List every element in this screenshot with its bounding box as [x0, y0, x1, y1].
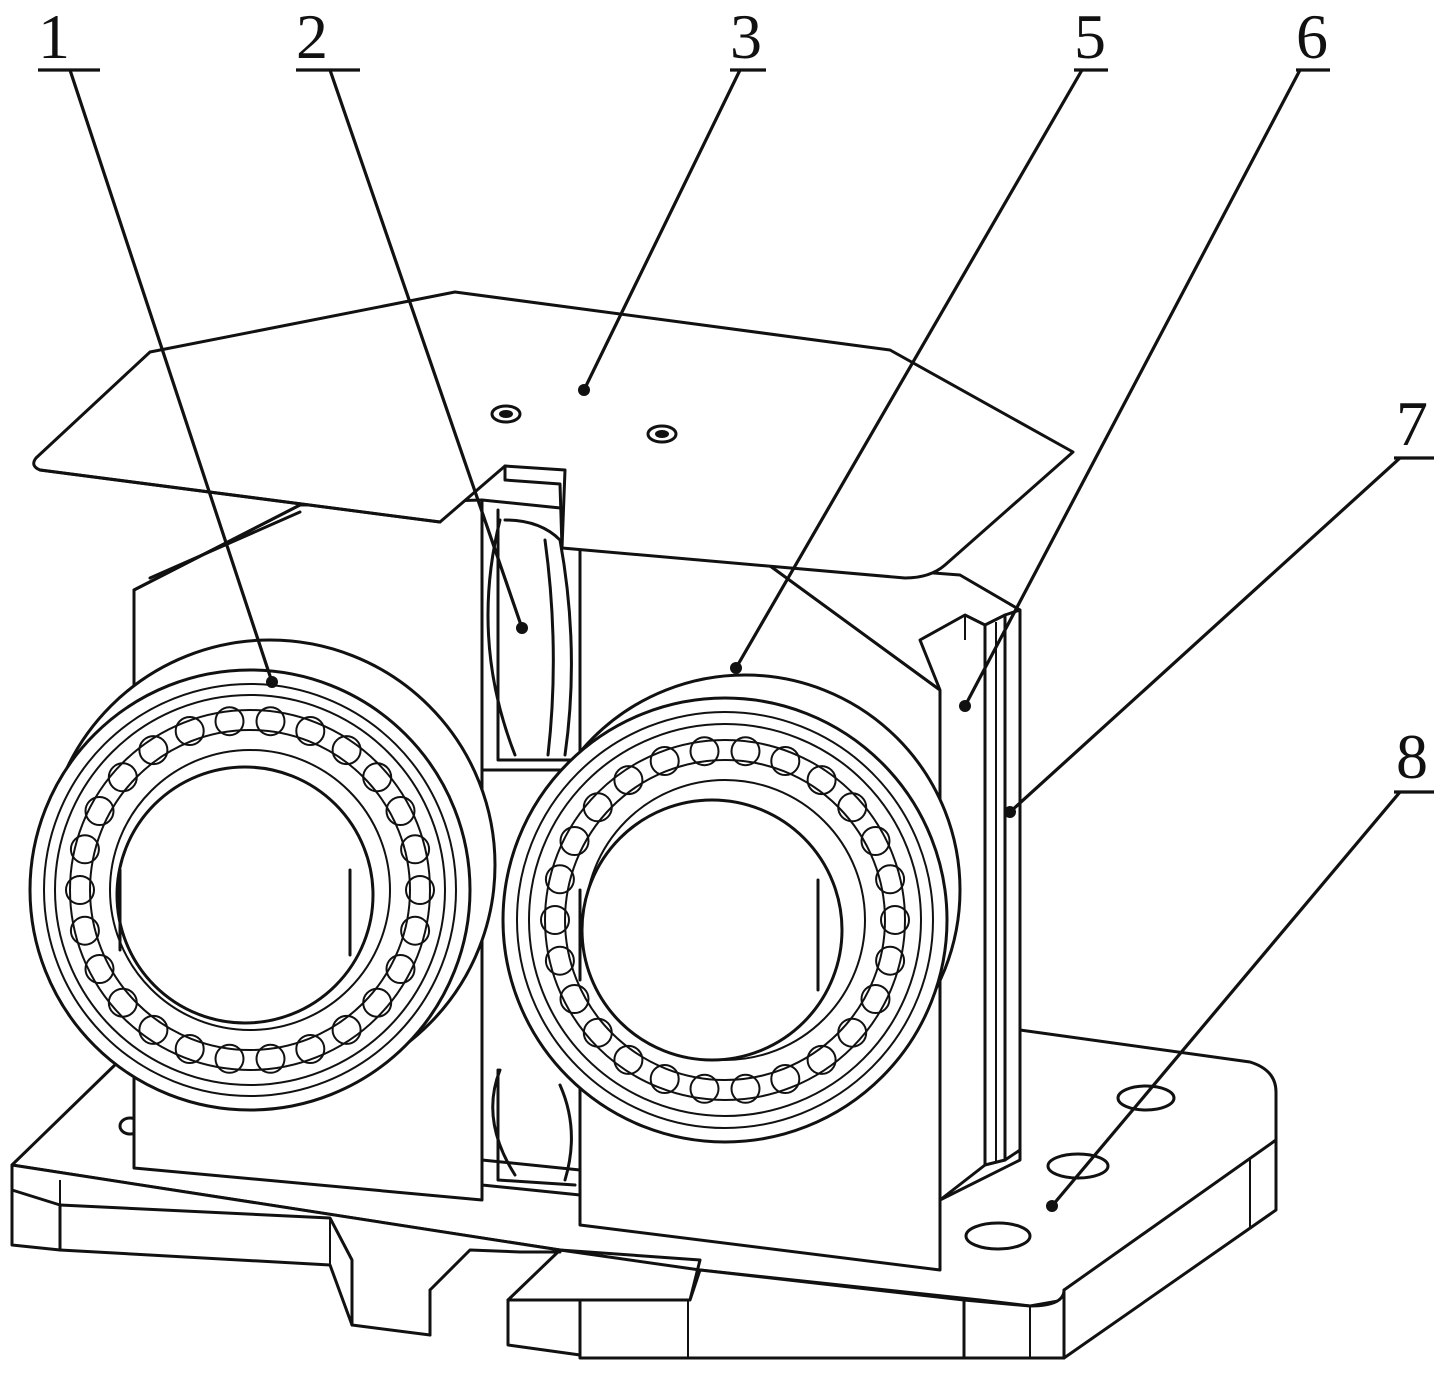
roller [837, 792, 868, 823]
roller [255, 1043, 286, 1074]
roller [544, 945, 575, 976]
roller [84, 796, 115, 826]
roller [880, 905, 910, 935]
roller [875, 864, 906, 895]
roller [331, 735, 362, 766]
roller [65, 875, 95, 905]
roller [613, 1044, 644, 1075]
roller [770, 1064, 801, 1094]
roller [559, 826, 590, 856]
roller [107, 762, 138, 793]
roller [400, 834, 431, 865]
roller [69, 834, 100, 865]
callout-label-5: 5 [1074, 1, 1106, 72]
roller [613, 765, 644, 796]
top-cover-plate [32, 290, 1075, 580]
roller [770, 746, 801, 776]
roller [400, 915, 431, 946]
roller [331, 1014, 362, 1045]
roller [295, 716, 326, 746]
roller [174, 1034, 205, 1064]
callout-label-7: 7 [1396, 388, 1428, 459]
roller [385, 954, 416, 984]
roller [362, 987, 393, 1018]
roller [385, 796, 416, 826]
callout-label-1: 1 [38, 1, 70, 72]
roller [138, 1014, 169, 1045]
roller [582, 792, 613, 823]
roller [837, 1017, 868, 1048]
callout-label-6: 6 [1296, 1, 1328, 72]
rollers-left [65, 706, 435, 1074]
roller [138, 735, 169, 766]
roller [295, 1034, 326, 1064]
roller [806, 1044, 837, 1075]
roller [689, 736, 720, 767]
rollers-right [540, 736, 910, 1104]
bearing-right [501, 673, 962, 1144]
roller [544, 864, 575, 895]
bearing-left [28, 638, 497, 1112]
roller [214, 1043, 245, 1074]
roller [540, 905, 570, 935]
roller [689, 1073, 720, 1104]
roller [174, 716, 205, 746]
roller [730, 1073, 761, 1104]
roller [860, 984, 891, 1014]
roller [405, 875, 435, 905]
callout-label-3: 3 [730, 1, 762, 72]
roller [362, 762, 393, 793]
roller [730, 736, 761, 767]
roller [649, 1064, 680, 1094]
roller [69, 915, 100, 946]
callout-label-2: 2 [296, 1, 328, 72]
roller [649, 746, 680, 776]
callout-label-8: 8 [1396, 721, 1428, 792]
callouts: 1 2 3 5 6 7 8 [38, 1, 1434, 1212]
roller [84, 954, 115, 984]
roller [875, 945, 906, 976]
roller [255, 706, 286, 737]
roller [860, 826, 891, 856]
roller [559, 984, 590, 1014]
roller [806, 765, 837, 796]
roller [214, 706, 245, 737]
roller [107, 987, 138, 1018]
roller [582, 1017, 613, 1048]
